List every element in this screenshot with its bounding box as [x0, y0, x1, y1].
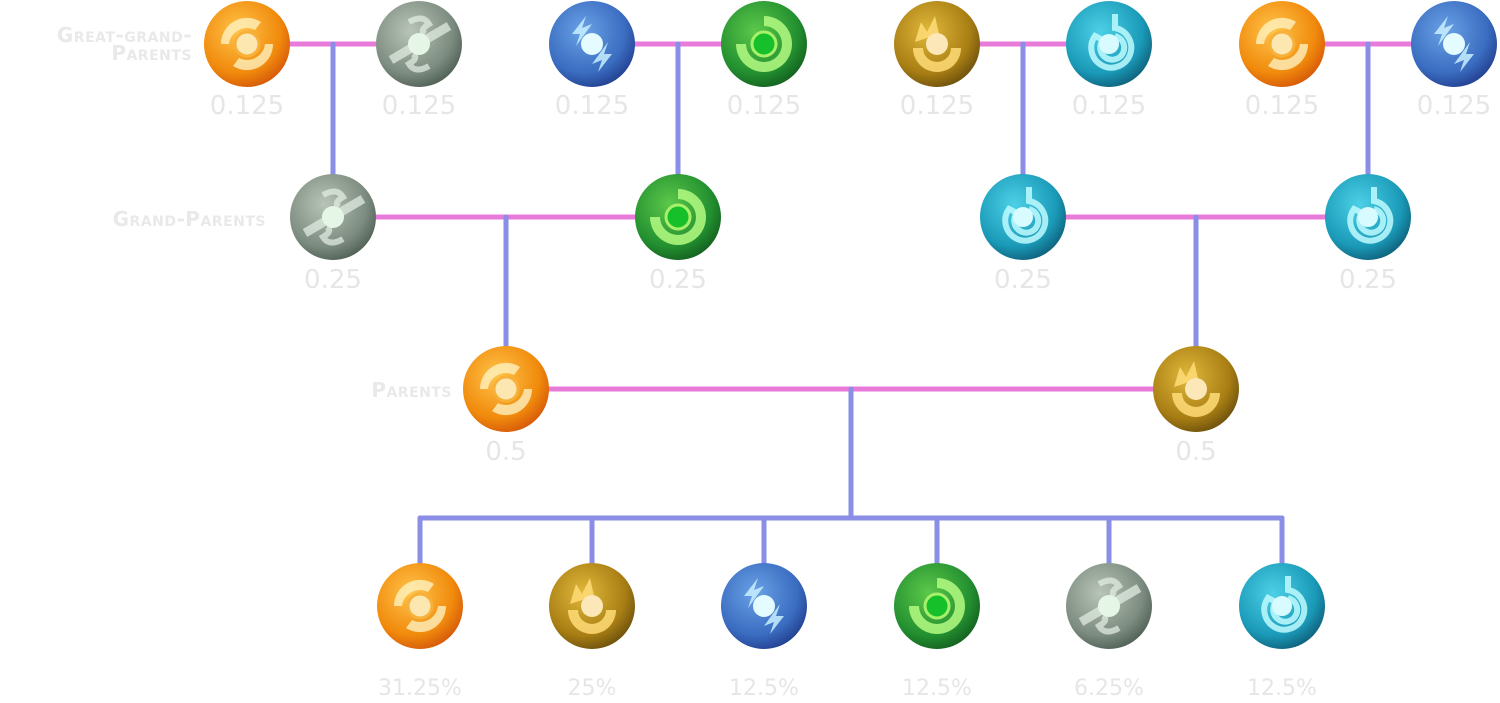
leaf-spiral-icon	[736, 16, 792, 72]
great-grand-parent-node	[894, 1, 980, 87]
water-drop-icon	[1002, 187, 1049, 244]
water-drop-icon	[1261, 576, 1308, 633]
wind-gust-icon	[1078, 577, 1142, 635]
fire-swirl-icon	[393, 579, 447, 633]
offspring-percent: 25%	[567, 676, 617, 701]
water-drop-icon	[1347, 187, 1394, 244]
great-grand-parent-node	[376, 1, 462, 87]
grand-parent-node	[290, 174, 376, 260]
leaf-spiral-icon	[650, 189, 706, 245]
offspring-percent: 31.25%	[378, 676, 462, 701]
great-grand-parent-node	[1066, 1, 1152, 87]
offspring-percent: 12.5%	[729, 676, 799, 701]
grand-parent-node	[1325, 174, 1411, 260]
offspring-node	[721, 563, 807, 649]
great-grand-parent-value: 0.125	[209, 91, 285, 121]
fire-swirl-icon	[220, 17, 274, 71]
leaf-spiral-icon	[909, 578, 965, 634]
generation-label-great-grand-parents: Great-grand-Parents	[56, 23, 192, 65]
offspring-node	[1239, 563, 1325, 649]
water-drop-icon	[1088, 14, 1135, 71]
lightning-icon	[744, 578, 784, 634]
offspring-node	[1066, 563, 1152, 649]
grand-parent-value: 0.25	[994, 265, 1052, 295]
offspring-node	[377, 563, 463, 649]
offspring-node	[549, 563, 635, 649]
offspring-percent: 6.25%	[1074, 676, 1144, 701]
offspring-percent: 12.5%	[1247, 676, 1317, 701]
wind-gust-icon	[388, 15, 452, 73]
great-grand-parent-value: 0.125	[1071, 91, 1147, 121]
grand-parent-value: 0.25	[1339, 265, 1397, 295]
fire-swirl-icon	[479, 362, 533, 416]
grand-parent-value: 0.25	[304, 265, 362, 295]
earth-flame-icon	[568, 578, 616, 634]
wind-gust-icon	[302, 188, 366, 246]
great-grand-parent-node	[721, 1, 807, 87]
lightning-icon	[572, 16, 612, 72]
generation-label-grand-parents: Grand-Parents	[112, 207, 266, 231]
great-grand-parent-value: 0.125	[381, 91, 457, 121]
fire-swirl-icon	[1255, 17, 1309, 71]
great-grand-parent-value: 0.125	[554, 91, 630, 121]
earth-flame-icon	[913, 16, 961, 72]
grand-parent-value: 0.25	[649, 265, 707, 295]
earth-flame-icon	[1172, 361, 1220, 417]
great-grand-parent-node	[204, 1, 290, 87]
great-grand-parent-node	[549, 1, 635, 87]
grand-parent-node	[635, 174, 721, 260]
great-grand-parent-value: 0.125	[1244, 91, 1320, 121]
great-grand-parent-value: 0.125	[1416, 91, 1492, 121]
great-grand-parent-value: 0.125	[899, 91, 975, 121]
parent-node	[1153, 346, 1239, 432]
great-grand-parent-node	[1239, 1, 1325, 87]
great-grand-parent-node	[1411, 1, 1497, 87]
parent-node	[463, 346, 549, 432]
lightning-icon	[1434, 16, 1474, 72]
offspring-percent: 12.5%	[902, 676, 972, 701]
parent-value: 0.5	[485, 437, 527, 467]
grand-parent-node	[980, 174, 1066, 260]
parent-value: 0.5	[1175, 437, 1217, 467]
offspring-node	[894, 563, 980, 649]
great-grand-parent-value: 0.125	[726, 91, 802, 121]
generation-label-parents: Parents	[371, 378, 452, 402]
